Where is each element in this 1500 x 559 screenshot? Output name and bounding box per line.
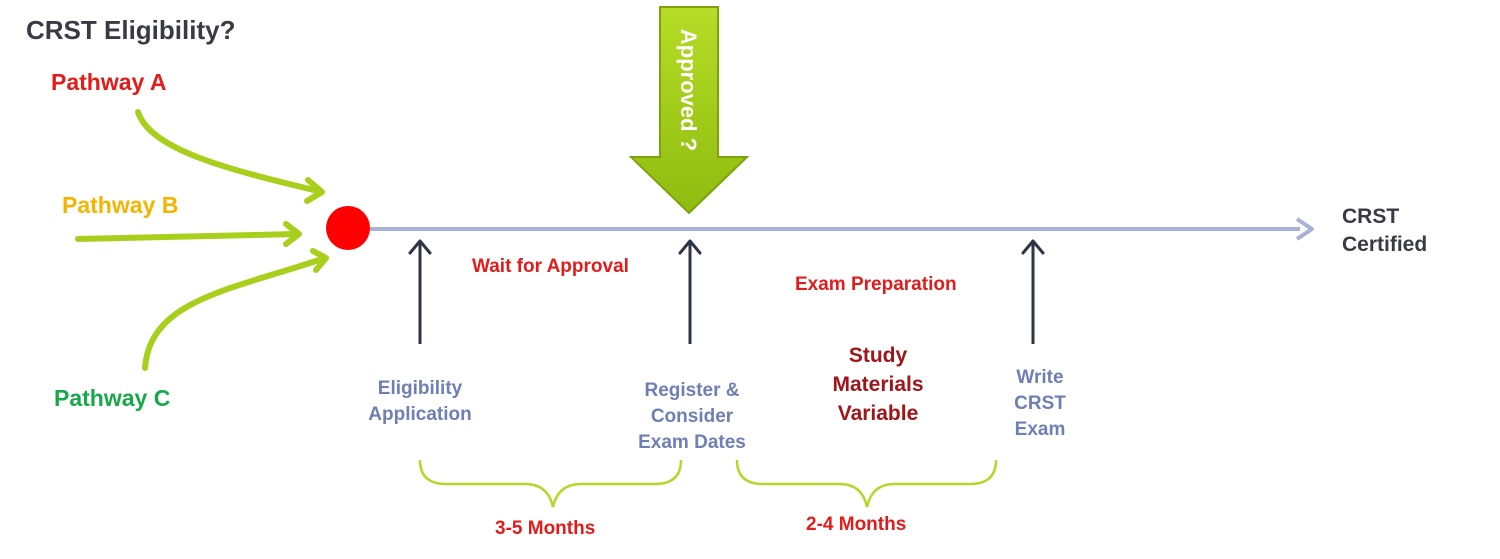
milestone-arrow-register: [678, 239, 702, 344]
milestone-eligibility-label: Eligibility Application: [360, 376, 480, 427]
pathway-c-arrowhead: [310, 248, 329, 273]
study-materials-label: Study Materials Variable: [818, 342, 938, 429]
milestone-arrow-write: [1021, 239, 1045, 344]
start-dot: [326, 206, 370, 250]
pathway-a-label: Pathway A: [51, 69, 167, 95]
timeline-arrowhead: [1295, 217, 1314, 241]
phase-prep-label: Exam Preparation: [795, 274, 957, 295]
pathway-b-label: Pathway B: [62, 192, 179, 218]
milestone-write-label: Write CRST Exam: [998, 365, 1082, 444]
phase-wait-label: Wait for Approval: [472, 256, 629, 277]
milestone-line: Write: [1016, 367, 1064, 388]
diagram-title: CRST Eligibility?: [26, 15, 236, 45]
milestone-line: Exam: [1014, 419, 1066, 441]
milestone-arrow-eligibility: [408, 239, 432, 344]
approved-label: Approved ?: [676, 28, 701, 152]
milestone-line: Register &: [644, 380, 740, 401]
milestone-line: CRST: [1014, 393, 1066, 415]
milestone-line: Variable: [837, 401, 919, 425]
milestone-line: Materials: [832, 372, 924, 396]
milestone-line: Consider: [650, 406, 734, 428]
end-label-line: Certified: [1342, 232, 1428, 256]
end-label-line: CRST: [1342, 205, 1400, 228]
milestone-line: Application: [368, 403, 472, 425]
pathway-a-arrowhead: [304, 177, 325, 204]
milestone-line: Eligibility: [377, 378, 463, 399]
duration-brace-first: [418, 459, 683, 508]
duration-first-label: 3-5 Months: [495, 518, 596, 539]
duration-second-label: 2-4 Months: [806, 514, 907, 535]
pathway-c-label: Pathway C: [54, 385, 171, 411]
milestone-line: Exam Dates: [638, 432, 746, 454]
milestone-line: Study: [848, 344, 908, 367]
approved-arrow: [628, 6, 750, 215]
duration-brace-second: [735, 459, 998, 508]
milestone-register-label: Register & Consider Exam Dates: [630, 378, 754, 457]
pathway-b-arrow: [75, 231, 299, 242]
pathway-b-arrowhead: [283, 221, 302, 247]
pathway-c-arrow: [142, 256, 325, 371]
end-label: CRST Certified: [1342, 203, 1427, 258]
pathway-a-arrow: [135, 109, 321, 194]
